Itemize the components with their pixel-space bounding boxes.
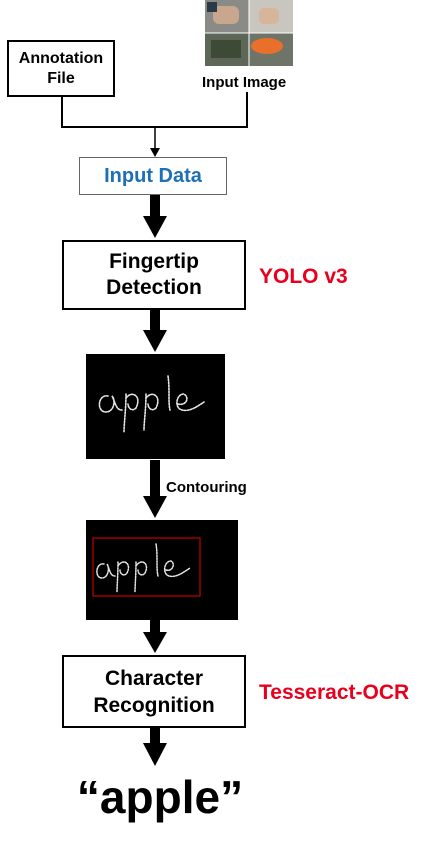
arrow-input-to-fingertip (143, 195, 167, 238)
arrow-to-result (143, 728, 167, 766)
arrow-contouring (143, 460, 167, 518)
handwriting-trace (98, 375, 205, 433)
thin-arrow-head (150, 148, 160, 157)
contoured-handwriting (92, 537, 201, 597)
contoured-trajectory-image (86, 520, 238, 620)
input-data-box: Input Data (79, 157, 227, 195)
yolo-v3-label: YOLO v3 (259, 265, 348, 288)
character-recognition-box: Character Recognition (62, 655, 246, 728)
input-image-caption: Input Image (202, 74, 287, 91)
fingertip-detection-label: Fingertip Detection (106, 250, 202, 299)
arrow-fingertip-to-trajectory (143, 310, 167, 352)
fingertip-trajectory-image (86, 354, 225, 459)
fingertip-detection-box: Fingertip Detection (62, 240, 246, 310)
character-recognition-label: Character Recognition (93, 666, 215, 717)
contouring-label: Contouring (166, 479, 247, 496)
contour-bounding-box (92, 537, 201, 597)
input-image-thumbnail (205, 0, 293, 66)
arrow-to-character-recognition (143, 620, 167, 653)
tesseract-ocr-label: Tesseract-OCR (259, 681, 410, 704)
recognized-word: “apple” (76, 771, 244, 823)
input-data-label: Input Data (104, 164, 202, 187)
annotation-file-box: Annotation File (7, 40, 115, 97)
annotation-file-label: Annotation File (18, 49, 104, 87)
